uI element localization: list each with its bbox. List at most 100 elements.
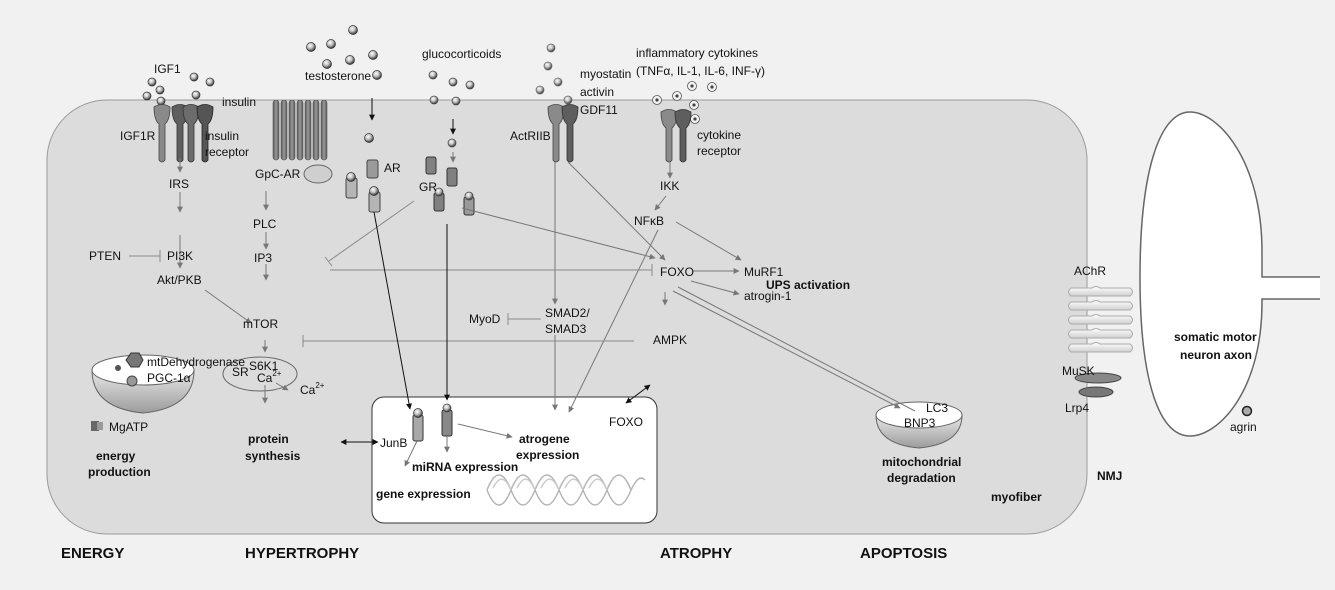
axon-label-1: somatic motor [1174,330,1257,344]
irs-label: IRS [169,177,189,191]
nuclear-foxo-label: FOXO [609,415,643,429]
igf1-ligands [142,72,215,106]
agrin-label: agrin [1230,420,1257,434]
category-hypertrophy: HYPERTROPHY [245,545,359,562]
achr-receptors [1068,286,1133,353]
foxo-to-lc3-line [677,286,916,412]
mitochondrial-degradation-label-1: mitochondrial [882,455,961,469]
labels: IGF1 insulin testosterone glucocorticoid… [61,46,1257,562]
smad-label-1: SMAD2/ [545,306,590,320]
murf1-label: MuRF1 [744,265,784,279]
achr-label: AChR [1074,264,1106,278]
category-atrophy: ATROPHY [660,545,732,562]
junb-label: JunB [380,436,407,450]
nfkb-label: NFκB [634,214,664,228]
ca-label-1: Ca2+ [257,369,282,385]
igf1-label: IGF1 [154,62,181,76]
gpc-ar-label: GpC-AR [255,167,301,181]
insulin-label: insulin [222,95,256,109]
ar-label: AR [384,161,401,175]
myod-label: MyoD [469,312,501,326]
cytokines-label-2: (TNFα, IL-1, IL-6, INF-γ) [636,64,765,78]
motor-neuron-terminal [1139,111,1320,437]
activin-label: activin [580,85,614,99]
myofiber-label: myofiber [991,490,1042,504]
pi3k-label: PI3K [167,249,193,263]
energy-production-label-2: production [88,465,151,479]
mgatp-label: MgATP [109,420,148,434]
protein-synthesis-label-1: protein [248,432,289,446]
testosterone-ligands [306,25,382,80]
mgatp-icon [91,421,99,431]
gdf11-label: GDF11 [580,103,618,117]
glucocorticoids-label: glucocorticoids [422,47,501,61]
ip3-label: IP3 [254,251,272,265]
insulin-receptor-label-1: insulin [205,129,239,143]
myostatin-label: myostatin [580,67,631,81]
pten-label: PTEN [89,249,121,263]
agrin-molecule [1241,405,1253,417]
dna-helix [486,474,646,506]
actriib-receptor [547,104,579,163]
testosterone-label: testosterone [305,69,371,83]
s6k1-label: S6K1 [249,359,279,373]
mitochondrion-energy-rim [91,354,195,386]
atrogene-expression-label-1: atrogene [519,432,570,446]
sr-label: SR [232,365,249,379]
musk-label: MuSK [1062,364,1095,378]
protein-synthesis-label-2: synthesis [245,449,301,463]
mitochondrion-degradation-rim [875,401,963,429]
mitochondrial-degradation-label-2: degradation [887,471,956,485]
glucocorticoid-ligands [428,70,475,106]
cytokine-receptor-label-1: cytokine [697,128,741,142]
category-apoptosis: APOPTOSIS [860,545,947,562]
ampk-label: AMPK [653,333,687,347]
igf1-receptor [153,104,189,163]
energy-production-label-1: energy [96,449,136,463]
pgc-label: PGC-1α [147,371,191,385]
gpc-ar-receptor [272,99,328,161]
lrp4-receptor [1078,386,1114,398]
mirna-expression-label: miRNA expression [412,460,518,474]
glucocorticoid-receptor-complexes [425,138,475,216]
lrp4-label: Lrp4 [1065,401,1089,415]
insulin-receptor-label-2: receptor [205,145,249,159]
myostatin-ligands [535,43,573,105]
nmj-label: NMJ [1097,469,1122,483]
musk-receptor [1074,372,1122,384]
ups-activation-label: UPS activation [766,278,850,292]
insulin-receptor [182,104,214,163]
translocation-arrows [369,98,456,410]
atrogene-expression-label-2: expression [516,448,579,462]
activation-arrows [177,152,901,467]
small-dot-icon [115,365,121,371]
inhibition-lines [129,200,653,347]
foxo-label: FOXO [660,265,694,279]
mt-dehydrogenase-icon [125,352,144,368]
axon-label-2: neuron axon [1180,348,1252,362]
category-energy: ENERGY [61,545,124,562]
igf1r-label: IGF1R [120,129,156,143]
gr-label: GR [419,180,437,194]
cytokine-receptor-label-2: receptor [697,144,741,158]
smad-label-2: SMAD3 [545,322,587,336]
lc3-label: LC3 [926,401,948,415]
akt-label: Akt/PKB [157,273,202,287]
cytokine-ligands [652,81,717,124]
cytokine-receptor [660,109,692,163]
plc-label: PLC [253,217,277,231]
foxo-double-arrow [625,384,651,404]
mgatp-icon-2 [97,422,103,430]
pgc-icon [126,375,138,387]
ca-label-2: Ca2+ [300,381,325,397]
ikk-label: IKK [660,179,679,193]
mtor-label: mTOR [243,317,278,331]
actriib-label: ActRIIB [510,129,551,143]
sarcoplasmic-reticulum [222,356,298,392]
bnp3-label: BNP3 [904,416,936,430]
atrogin-label: atrogin-1 [744,289,792,303]
mtdehydrogenase-label: mtDehydrogenase [147,355,245,369]
cytokines-label-1: inflammatory cytokines [636,46,758,60]
